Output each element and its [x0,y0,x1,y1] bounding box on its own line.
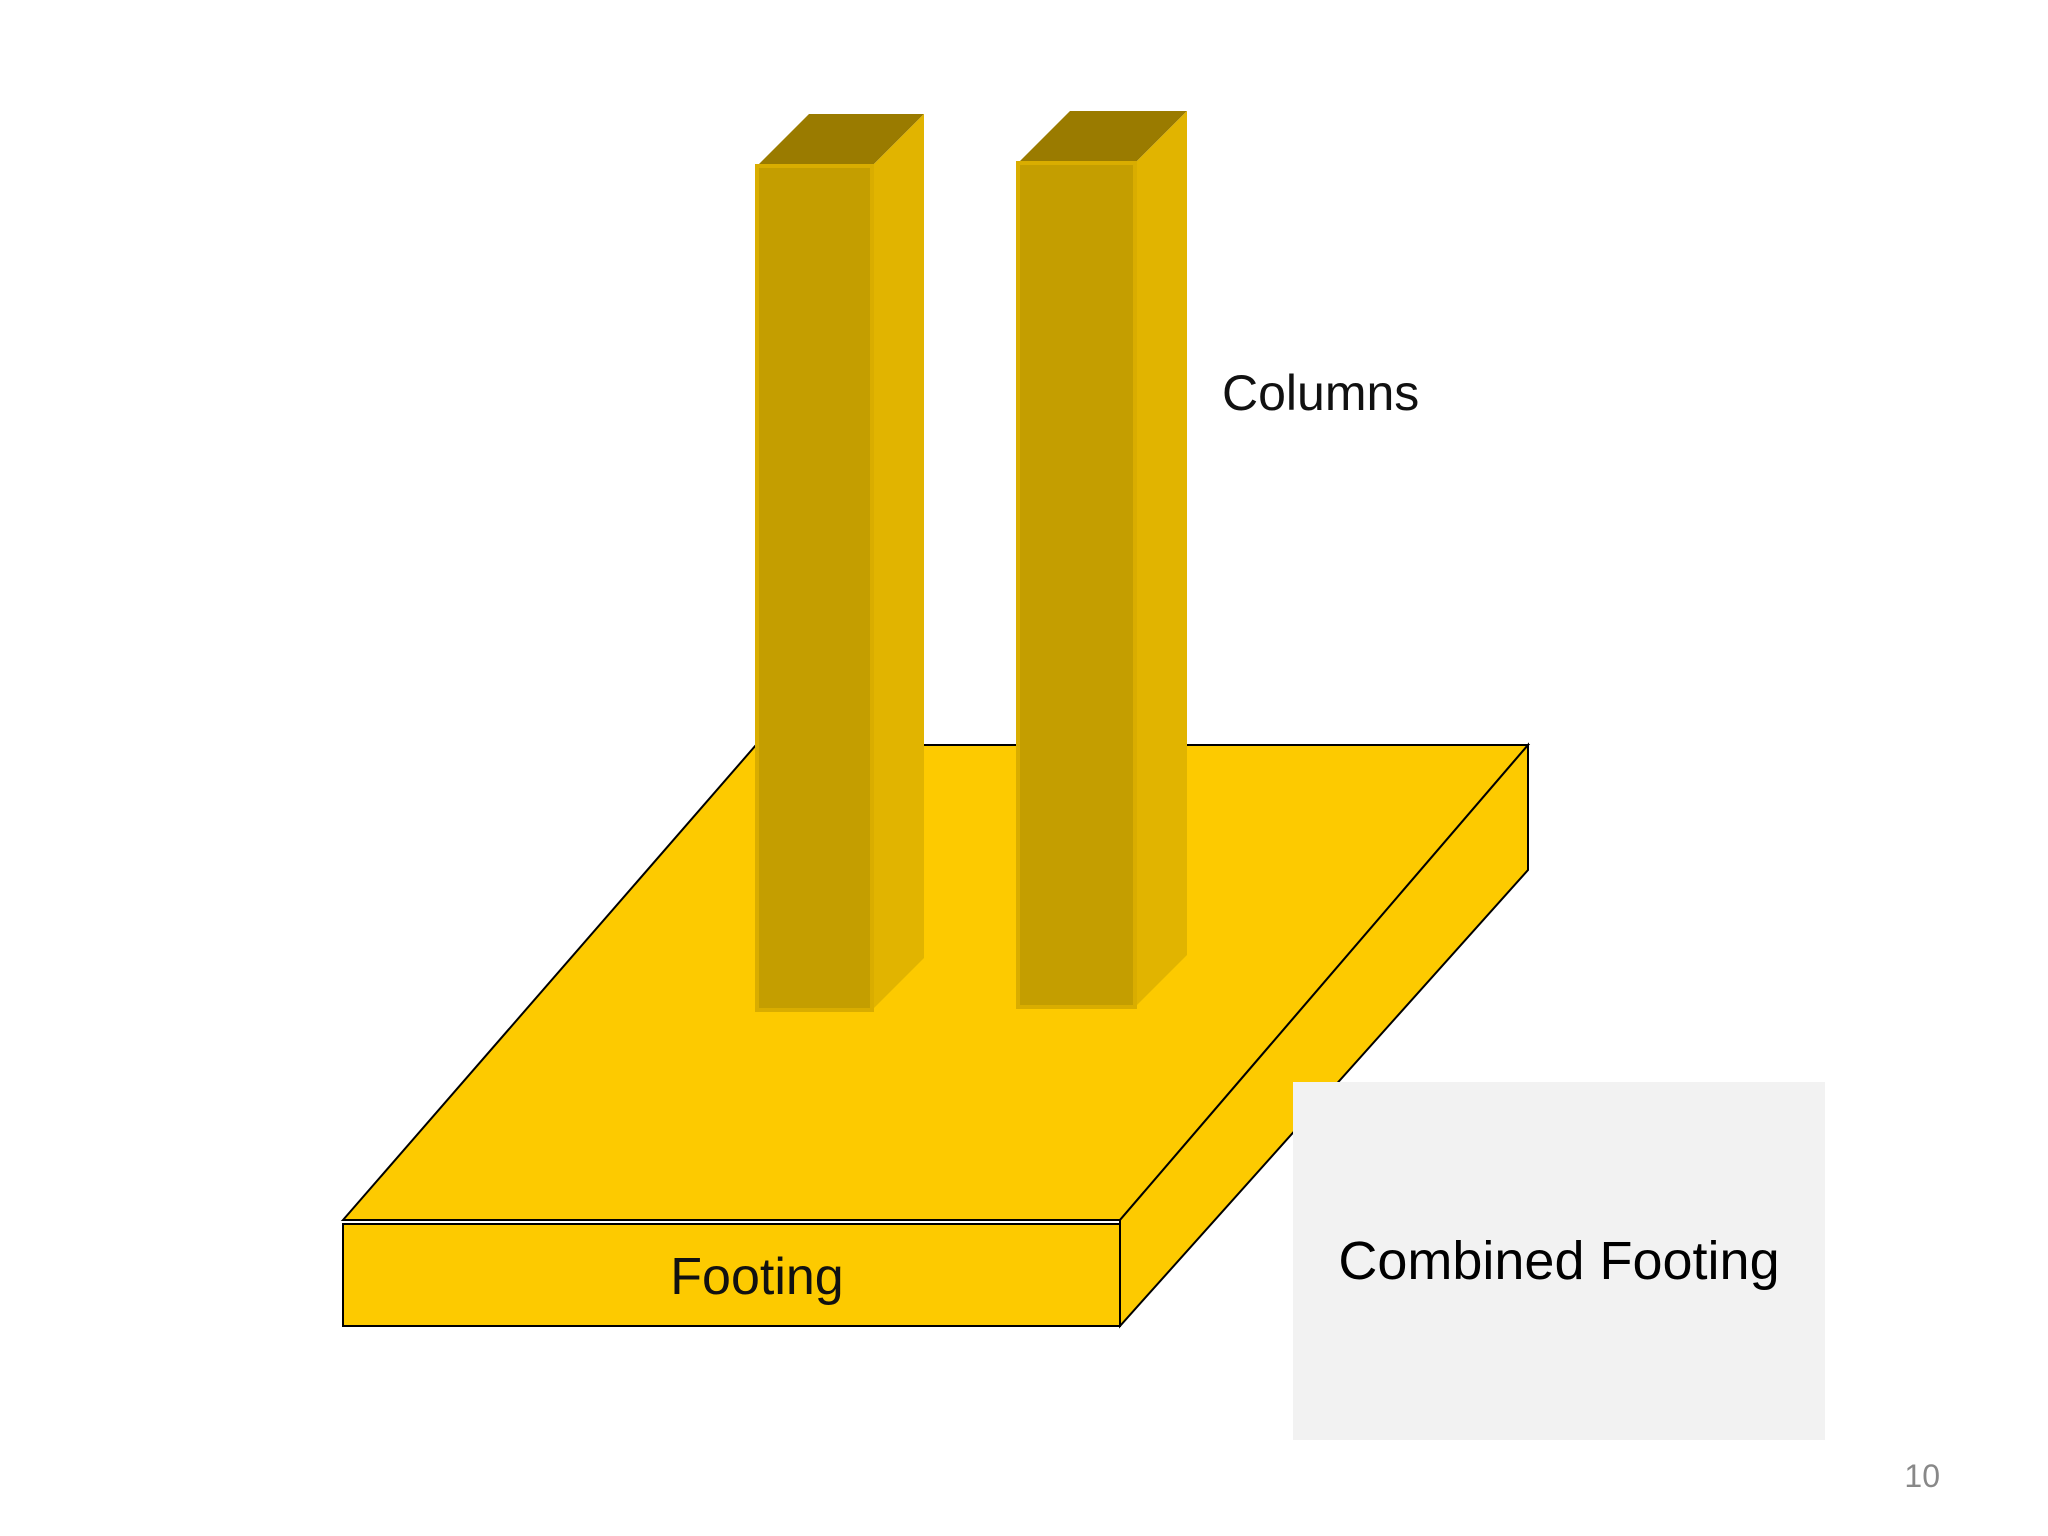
column-right [1016,111,1187,1009]
column-left-side-face [872,114,924,1010]
column-left-top-face [757,114,924,166]
column-right-side-face [1135,111,1187,1007]
page-number: 10 [1904,1458,1940,1494]
footing-front-face [342,1223,1121,1327]
column-right-front-face [1016,161,1137,1009]
caption-box: Combined Footing [1293,1082,1825,1440]
footing-label: Footing [670,1248,843,1306]
column-left-front-face [755,164,874,1012]
column-right-top-face [1018,111,1187,163]
footing-slab: Footing [340,742,1531,1329]
caption-text: Combined Footing [1338,1231,1780,1291]
column-left [755,114,924,1012]
columns-label: Columns [1222,365,1419,421]
